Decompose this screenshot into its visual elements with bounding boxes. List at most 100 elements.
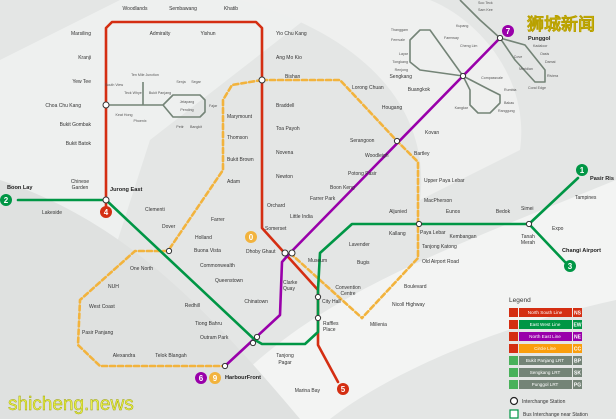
station[interactable]: Ang Mo Kio bbox=[276, 55, 302, 61]
station[interactable]: Paya Lebar bbox=[420, 230, 446, 236]
station[interactable]: Rumbia bbox=[504, 88, 516, 92]
station[interactable]: Fernvale bbox=[391, 38, 405, 42]
station[interactable]: West Coast bbox=[89, 304, 115, 310]
station[interactable]: Newton bbox=[276, 174, 293, 180]
station[interactable]: Dover bbox=[162, 224, 176, 230]
station[interactable]: Clementi bbox=[145, 207, 165, 213]
station[interactable]: Bukit Gombak bbox=[60, 122, 92, 128]
station[interactable]: Farmway bbox=[444, 36, 459, 40]
station[interactable]: Ten Mile Junction bbox=[131, 73, 159, 77]
station[interactable]: Eunos bbox=[446, 209, 461, 215]
station[interactable]: Thanggam bbox=[391, 28, 408, 32]
lrt-labels[interactable]: South View Keat Hong Teck Whye Phoenix T… bbox=[105, 1, 558, 129]
station[interactable]: Oasis bbox=[540, 52, 549, 56]
station[interactable]: Buangkok bbox=[408, 87, 431, 93]
station[interactable]: Holland bbox=[195, 235, 212, 241]
station[interactable]: Yishun bbox=[200, 31, 215, 37]
station[interactable]: Raffles bbox=[323, 321, 339, 327]
station[interactable]: Thomson bbox=[227, 135, 248, 141]
station[interactable]: Jelapang bbox=[180, 100, 195, 104]
station[interactable]: Kupang bbox=[456, 24, 468, 28]
station[interactable]: Potong Pasir bbox=[348, 171, 377, 177]
station[interactable]: Pasir Ris bbox=[590, 176, 614, 182]
station[interactable]: Novena bbox=[276, 150, 293, 156]
station[interactable]: Teck Whye bbox=[124, 91, 142, 95]
station[interactable]: Tiong Bahru bbox=[195, 321, 222, 327]
station[interactable]: Bishan bbox=[285, 74, 301, 80]
station[interactable]: Hougang bbox=[382, 105, 403, 111]
station[interactable]: Centre bbox=[340, 291, 355, 297]
station[interactable]: Bukit Brown bbox=[227, 157, 254, 163]
station[interactable]: Kovan bbox=[425, 130, 439, 136]
station[interactable]: Merah bbox=[521, 240, 535, 246]
east-west-line[interactable] bbox=[16, 176, 580, 346]
station[interactable]: Commonwealth bbox=[200, 263, 235, 269]
station[interactable]: Admiralty bbox=[150, 31, 171, 37]
station[interactable]: Garden bbox=[72, 185, 89, 191]
station[interactable]: Layar bbox=[399, 52, 409, 56]
station[interactable]: Somerset bbox=[265, 226, 287, 232]
station[interactable]: Kadaloor bbox=[533, 44, 548, 48]
station[interactable]: City Hall bbox=[322, 299, 341, 305]
station[interactable]: Punggol bbox=[528, 36, 551, 42]
station[interactable]: Petir bbox=[176, 125, 184, 129]
station[interactable]: Sengkang bbox=[389, 74, 412, 80]
punggol-lrt[interactable] bbox=[459, 0, 546, 83]
station[interactable]: Millenia bbox=[370, 322, 387, 328]
station[interactable]: Segar bbox=[191, 80, 201, 84]
station[interactable]: Alexandra bbox=[113, 353, 136, 359]
station[interactable]: Lavender bbox=[349, 242, 370, 248]
station[interactable]: Tanah bbox=[521, 234, 535, 240]
station[interactable]: Marymount bbox=[227, 114, 253, 120]
station[interactable]: Tongkang bbox=[392, 60, 408, 64]
station[interactable]: Meridian bbox=[519, 67, 533, 71]
station[interactable]: Boulevard bbox=[404, 284, 427, 290]
station[interactable]: Bukit Panjang bbox=[149, 91, 171, 95]
station[interactable]: Sembawang bbox=[169, 6, 197, 12]
station[interactable]: Quay bbox=[283, 286, 295, 292]
station[interactable]: Aljunied bbox=[389, 209, 407, 215]
circle-line[interactable] bbox=[76, 78, 420, 368]
station[interactable]: Queenstown bbox=[215, 278, 243, 284]
station[interactable]: Bedok bbox=[496, 209, 511, 215]
station[interactable]: Ranggung bbox=[498, 109, 515, 113]
station[interactable]: Telok Blangah bbox=[155, 353, 187, 359]
station[interactable]: Compassvale bbox=[481, 76, 503, 80]
station[interactable]: Braddell bbox=[276, 103, 294, 109]
station[interactable]: Woodlands bbox=[123, 6, 148, 12]
station[interactable]: Bartley bbox=[414, 151, 430, 157]
station[interactable]: Phoenix bbox=[134, 119, 147, 123]
station[interactable]: MacPherson bbox=[424, 198, 452, 204]
station[interactable]: Pagar bbox=[278, 360, 292, 366]
station[interactable]: Tampines bbox=[575, 195, 597, 201]
station[interactable]: Marsiling bbox=[71, 31, 91, 37]
station[interactable]: Bukit Batok bbox=[66, 141, 92, 147]
station[interactable]: Museum bbox=[308, 258, 327, 264]
station[interactable]: Bugis bbox=[357, 260, 370, 266]
station[interactable]: Tanjong Katong bbox=[422, 244, 457, 250]
station[interactable]: Buona Vista bbox=[194, 248, 221, 254]
station[interactable]: Tanjong bbox=[276, 353, 294, 359]
sengkang-lrt[interactable] bbox=[409, 29, 501, 114]
station[interactable]: Toa Payoh bbox=[276, 126, 300, 132]
station[interactable]: Upper Paya Lebar bbox=[424, 178, 465, 184]
station[interactable]: Farrer bbox=[211, 217, 225, 223]
station[interactable]: Little India bbox=[290, 214, 313, 220]
station[interactable]: Bakau bbox=[504, 101, 514, 105]
station[interactable]: Kembangan bbox=[450, 234, 477, 240]
station[interactable]: Lakeside bbox=[42, 210, 62, 216]
bukit-panjang-lrt[interactable] bbox=[106, 82, 206, 118]
station[interactable]: One North bbox=[130, 266, 153, 272]
station[interactable]: Changi Airport bbox=[562, 248, 601, 254]
station[interactable]: Kangkar bbox=[455, 106, 469, 110]
north-east-line[interactable] bbox=[223, 36, 502, 368]
station[interactable]: Chinese bbox=[71, 179, 90, 185]
station[interactable]: Yio Chu Kang bbox=[276, 31, 307, 37]
station[interactable]: Redhill bbox=[185, 303, 200, 309]
station[interactable]: Convention bbox=[335, 285, 361, 291]
station[interactable]: Jurong East bbox=[110, 187, 142, 193]
station[interactable]: South View bbox=[105, 83, 124, 87]
station[interactable]: Nicoll Highway bbox=[392, 302, 425, 308]
station[interactable]: Outram Park bbox=[200, 335, 229, 341]
station[interactable]: Soo Teck bbox=[478, 1, 493, 5]
